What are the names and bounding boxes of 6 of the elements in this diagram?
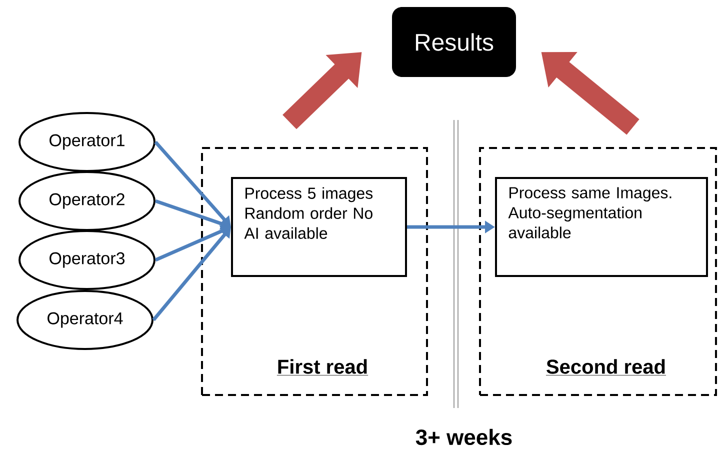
time-label: 3+ weeks [416, 428, 512, 446]
process-box: Process same Images. Auto-segmentation available [495, 177, 708, 277]
section-heading: Second read [546, 359, 666, 376]
section-heading: First read [276, 359, 368, 376]
results-box: Results [392, 7, 516, 77]
process-box: Process 5 images Random order No AI available [231, 177, 407, 277]
